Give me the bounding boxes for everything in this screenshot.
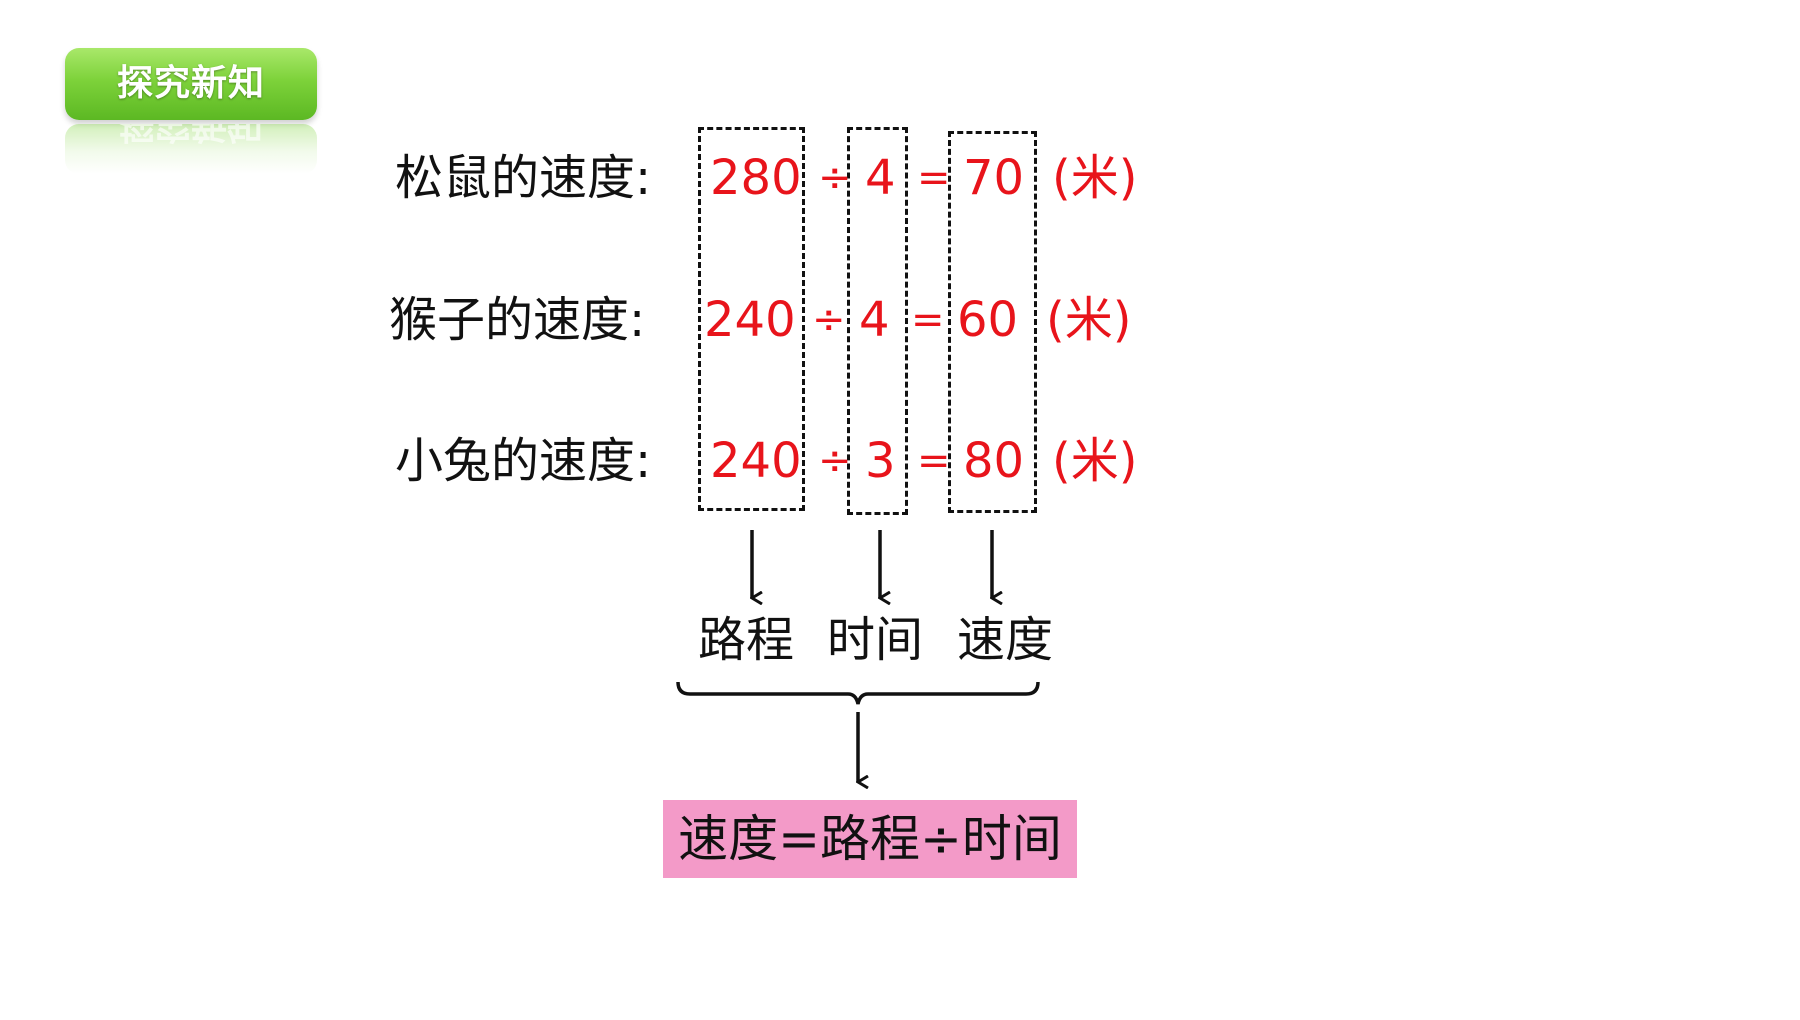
time-value: 3 (865, 433, 896, 489)
time-value: 4 (865, 150, 896, 206)
equals-sign: = (917, 438, 951, 484)
grouping-brace (676, 681, 1040, 705)
speed-value: 80 (963, 433, 1025, 489)
distance-column-box (698, 127, 805, 511)
divide-sign: ÷ (812, 297, 846, 343)
divide-sign: ÷ (818, 438, 852, 484)
distance-value: 240 (710, 433, 802, 489)
equals-sign: = (917, 155, 951, 201)
equals-sign: = (911, 297, 945, 343)
speed-label: 速度 (957, 612, 1054, 668)
distance-value: 280 (710, 150, 802, 206)
time-column-box (847, 127, 908, 515)
section-badge-reflection: 探究新知 (65, 124, 317, 174)
speed-formula: 速度=路程÷时间 (663, 800, 1077, 878)
row-label: 松鼠的速度: (395, 150, 652, 206)
time-value: 4 (859, 292, 890, 348)
unit-label: (米) (1052, 150, 1138, 206)
row-label: 小兔的速度: (395, 433, 652, 489)
speed-column-box (948, 131, 1037, 513)
time-label: 时间 (827, 612, 924, 668)
section-badge-reflection-text: 探究新知 (118, 124, 263, 145)
distance-label: 路程 (698, 612, 795, 668)
distance-value: 240 (704, 292, 796, 348)
section-badge: 探究新知 (65, 48, 317, 120)
section-badge-title: 探究新知 (116, 63, 265, 104)
unit-label: (米) (1052, 433, 1138, 489)
speed-value: 60 (957, 292, 1019, 348)
row-label: 猴子的速度: (389, 292, 646, 348)
unit-label: (米) (1046, 292, 1132, 348)
divide-sign: ÷ (818, 155, 852, 201)
speed-value: 70 (963, 150, 1025, 206)
